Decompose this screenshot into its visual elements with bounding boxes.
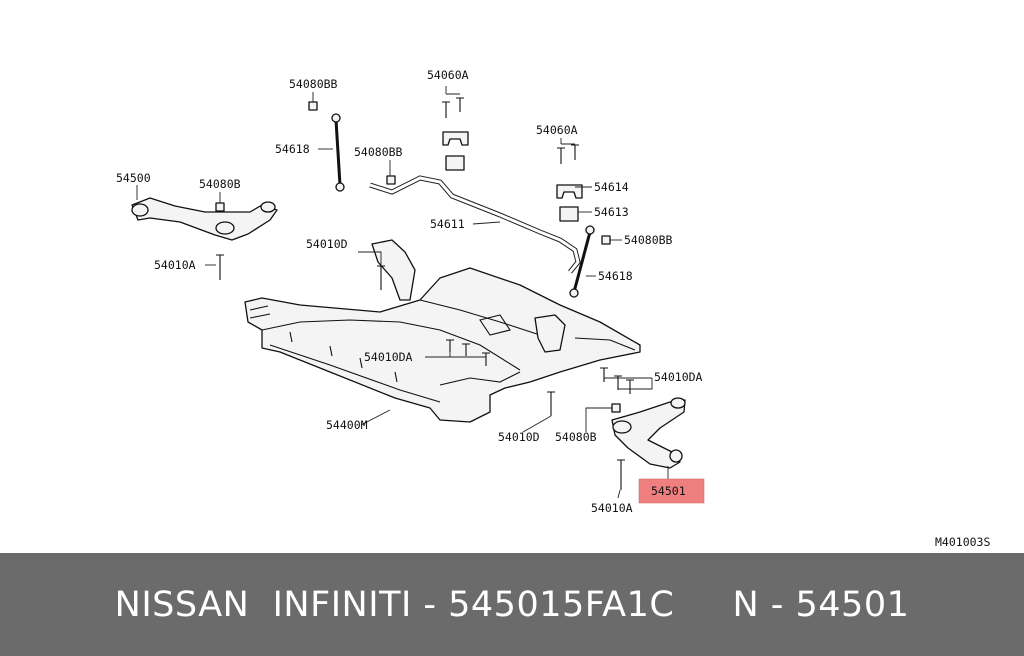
- label-54611: 54611: [430, 217, 465, 231]
- label-54080BB-c: 54080BB: [624, 233, 673, 247]
- leader-lines: [136, 86, 669, 499]
- parts-diagram: 54080BB 54060A 54618 54080BB 54060A 5450…: [116, 68, 990, 549]
- label-54501: 54501: [651, 484, 686, 498]
- label-54060A-b: 54060A: [536, 123, 578, 137]
- label-54613: 54613: [594, 205, 629, 219]
- label-54618-b: 54618: [598, 269, 633, 283]
- lower-arm-right-54501: [611, 397, 686, 469]
- part-number-title: NISSAN INFINITI - 545015FA1C N - 54501: [114, 584, 910, 625]
- label-54080B-b: 54080B: [555, 430, 597, 444]
- label-54080BB-b: 54080BB: [354, 145, 403, 159]
- label-54010A-b: 54010A: [591, 501, 633, 515]
- diagram-code: M401003S: [935, 535, 990, 549]
- label-54010DA-a: 54010DA: [364, 350, 413, 364]
- lower-arm-left-54500: [131, 197, 278, 241]
- bolts-and-nuts: [215, 97, 634, 490]
- stabilizer-bar-54611: [369, 175, 581, 274]
- label-54010A-a: 54010A: [154, 258, 196, 272]
- bushing-clamps: [442, 131, 583, 222]
- stabilizer-links-54618: [331, 113, 595, 298]
- label-54400M: 54400M: [326, 418, 368, 432]
- highlight-54501: [638, 478, 705, 504]
- label-54500: 54500: [116, 171, 151, 185]
- part-labels: 54080BB 54060A 54618 54080BB 54060A 5450…: [116, 68, 990, 549]
- label-54010DA-b: 54010DA: [654, 370, 703, 384]
- label-54010D-a: 54010D: [306, 237, 348, 251]
- label-54618-a: 54618: [275, 142, 310, 156]
- label-54010D-b: 54010D: [498, 430, 540, 444]
- label-54614: 54614: [594, 180, 629, 194]
- subframe-54400M: [244, 239, 641, 423]
- label-54080BB-a: 54080BB: [289, 77, 338, 91]
- label-54060A-a: 54060A: [427, 68, 469, 82]
- part-number-footer: NISSAN INFINITI - 545015FA1C N - 54501: [0, 553, 1024, 656]
- label-54080B-a: 54080B: [199, 177, 241, 191]
